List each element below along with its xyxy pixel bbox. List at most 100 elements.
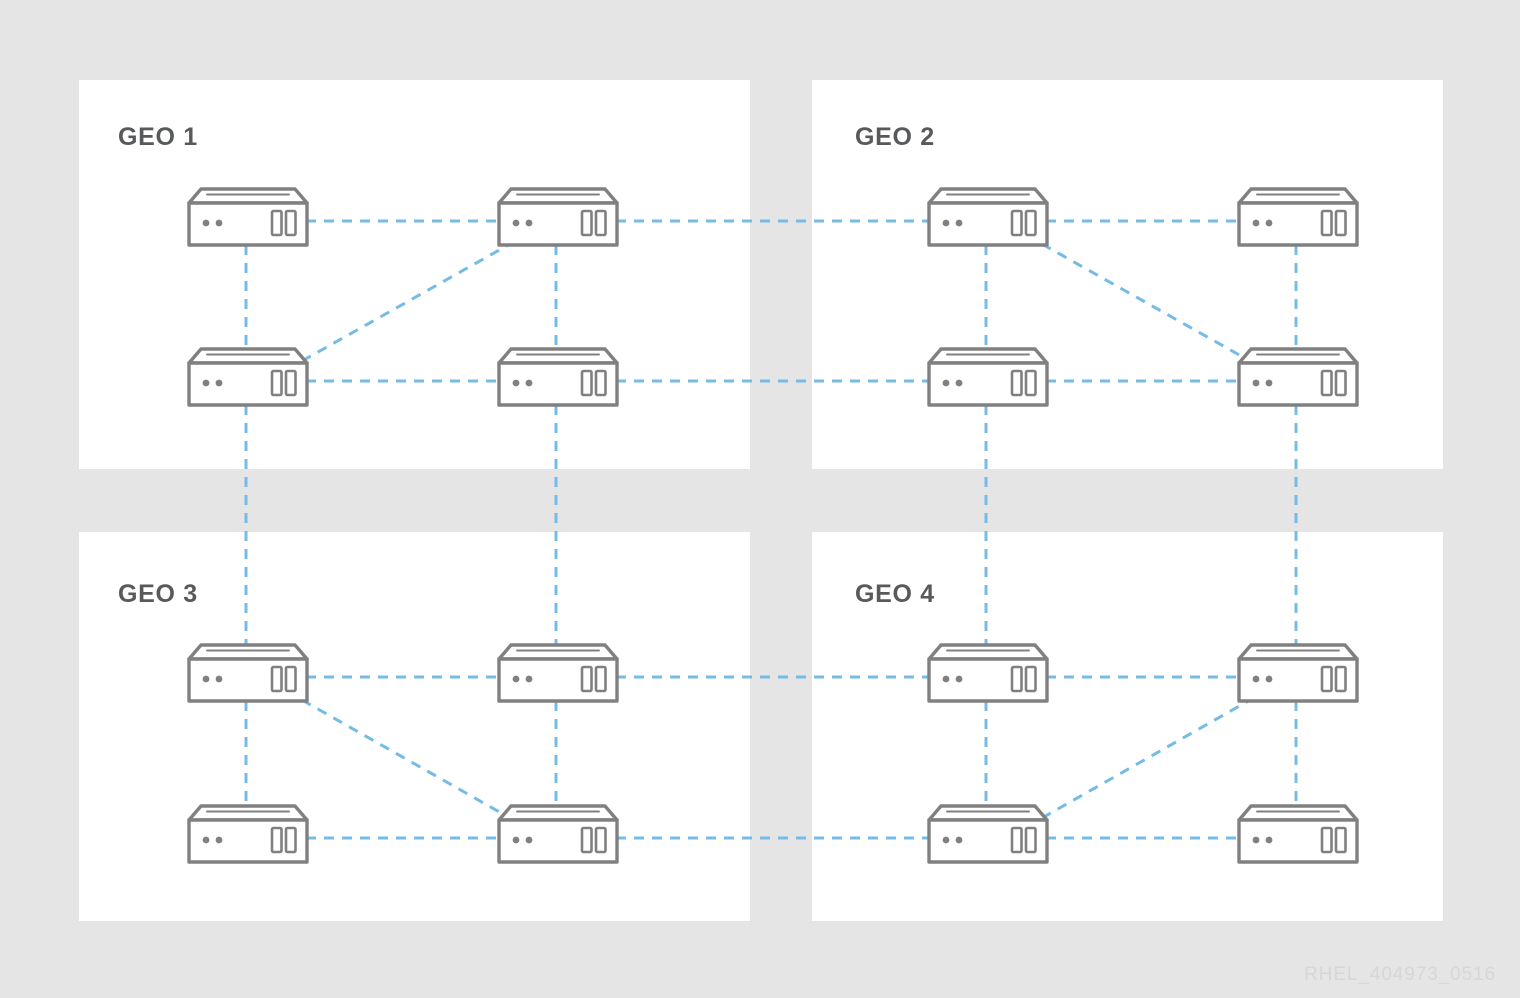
- server-geo2-bottom-right[interactable]: [1239, 349, 1357, 405]
- server-icon: [1237, 187, 1359, 247]
- server-geo1-bottom-left[interactable]: [189, 349, 307, 405]
- server-icon: [187, 187, 309, 247]
- server-indicator-dot: [942, 836, 950, 844]
- server-icon: [1237, 347, 1359, 407]
- server-icon: [927, 643, 1049, 703]
- server-vent-bar: [1024, 209, 1037, 237]
- server-vent-bar: [1010, 369, 1023, 397]
- server-geo1-top-left[interactable]: [189, 189, 307, 245]
- server-vent-bar: [594, 665, 607, 693]
- server-vent-bar: [1320, 369, 1333, 397]
- server-vent-bar: [1010, 826, 1023, 854]
- server-indicator-dot: [1252, 379, 1260, 387]
- server-indicator-dot: [525, 379, 533, 387]
- server-indicator-dot: [512, 379, 520, 387]
- server-icon: [497, 643, 619, 703]
- server-geo1-top-right[interactable]: [499, 189, 617, 245]
- server-indicator-dot: [525, 836, 533, 844]
- server-vent-bar: [1024, 369, 1037, 397]
- server-vent-bar: [1334, 209, 1347, 237]
- server-indicator-dot: [955, 675, 963, 683]
- server-indicator-dot: [512, 219, 520, 227]
- server-indicator-dot: [512, 675, 520, 683]
- server-icon: [927, 187, 1049, 247]
- server-indicator-dot: [955, 836, 963, 844]
- server-geo4-top-left[interactable]: [929, 645, 1047, 701]
- server-indicator-dot: [1265, 836, 1273, 844]
- server-vent-bar: [284, 665, 297, 693]
- server-vent-bar: [1334, 665, 1347, 693]
- server-vent-bar: [580, 665, 593, 693]
- server-vent-bar: [1334, 369, 1347, 397]
- server-vent-bar: [270, 665, 283, 693]
- server-icon: [497, 187, 619, 247]
- server-vent-bar: [284, 209, 297, 237]
- server-indicator-dot: [202, 675, 210, 683]
- server-vent-bar: [594, 369, 607, 397]
- panel-label-geo1: GEO 1: [118, 123, 198, 151]
- server-indicator-dot: [942, 675, 950, 683]
- server-indicator-dot: [942, 219, 950, 227]
- panel-label-geo3: GEO 3: [118, 580, 198, 608]
- server-indicator-dot: [215, 836, 223, 844]
- server-icon: [497, 804, 619, 864]
- server-vent-bar: [1024, 826, 1037, 854]
- server-geo4-bottom-right[interactable]: [1239, 806, 1357, 862]
- server-indicator-dot: [525, 219, 533, 227]
- server-indicator-dot: [1252, 219, 1260, 227]
- server-vent-bar: [270, 826, 283, 854]
- server-icon: [927, 804, 1049, 864]
- server-vent-bar: [284, 826, 297, 854]
- server-vent-bar: [1320, 826, 1333, 854]
- server-vent-bar: [580, 209, 593, 237]
- server-indicator-dot: [215, 219, 223, 227]
- server-vent-bar: [594, 209, 607, 237]
- server-indicator-dot: [1252, 836, 1260, 844]
- server-vent-bar: [1320, 665, 1333, 693]
- server-indicator-dot: [215, 675, 223, 683]
- server-indicator-dot: [512, 836, 520, 844]
- server-indicator-dot: [1252, 675, 1260, 683]
- server-vent-bar: [1320, 209, 1333, 237]
- server-indicator-dot: [955, 379, 963, 387]
- server-geo3-bottom-left[interactable]: [189, 806, 307, 862]
- server-geo2-top-left[interactable]: [929, 189, 1047, 245]
- server-icon: [497, 347, 619, 407]
- server-indicator-dot: [955, 219, 963, 227]
- server-indicator-dot: [942, 379, 950, 387]
- server-indicator-dot: [202, 219, 210, 227]
- panel-label-geo2: GEO 2: [855, 123, 935, 151]
- server-vent-bar: [594, 826, 607, 854]
- server-icon: [1237, 643, 1359, 703]
- server-icon: [187, 347, 309, 407]
- server-geo2-bottom-left[interactable]: [929, 349, 1047, 405]
- server-vent-bar: [580, 369, 593, 397]
- server-indicator-dot: [202, 379, 210, 387]
- server-vent-bar: [270, 369, 283, 397]
- server-vent-bar: [1334, 826, 1347, 854]
- server-geo4-bottom-left[interactable]: [929, 806, 1047, 862]
- server-icon: [187, 804, 309, 864]
- server-vent-bar: [1010, 209, 1023, 237]
- server-indicator-dot: [1265, 219, 1273, 227]
- watermark-label: RHEL_404973_0516: [1304, 964, 1496, 985]
- server-geo3-top-right[interactable]: [499, 645, 617, 701]
- server-icon: [187, 643, 309, 703]
- server-geo1-bottom-right[interactable]: [499, 349, 617, 405]
- server-geo3-bottom-right[interactable]: [499, 806, 617, 862]
- server-icon: [927, 347, 1049, 407]
- server-vent-bar: [1024, 665, 1037, 693]
- server-vent-bar: [1010, 665, 1023, 693]
- server-vent-bar: [284, 369, 297, 397]
- server-indicator-dot: [1265, 675, 1273, 683]
- server-geo3-top-left[interactable]: [189, 645, 307, 701]
- server-indicator-dot: [525, 675, 533, 683]
- server-vent-bar: [580, 826, 593, 854]
- server-indicator-dot: [1265, 379, 1273, 387]
- server-geo4-top-right[interactable]: [1239, 645, 1357, 701]
- panel-label-geo4: GEO 4: [855, 580, 935, 608]
- server-geo2-top-right[interactable]: [1239, 189, 1357, 245]
- server-icon: [1237, 804, 1359, 864]
